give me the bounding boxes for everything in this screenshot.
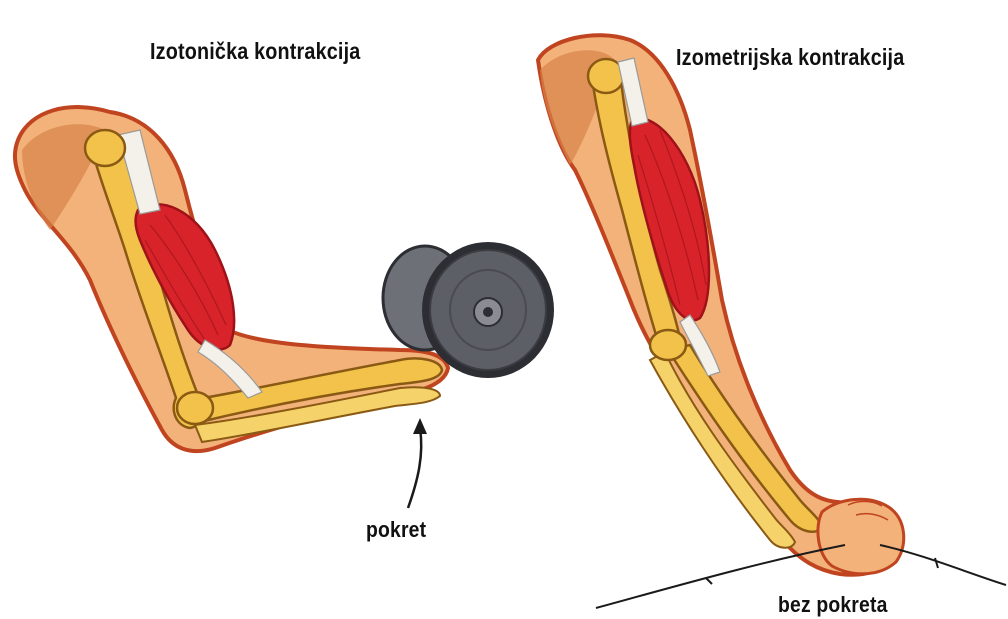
movement-label: pokret (366, 517, 426, 543)
isotonic-elbow-joint (177, 392, 213, 424)
isometric-arm (538, 35, 904, 575)
isometric-elbow-joint (650, 330, 686, 360)
resistance-line-tick-right (935, 558, 938, 568)
isometric-title: Izometrijska kontrakcija (676, 44, 904, 71)
isotonic-title: Izotonička kontrakcija (150, 38, 360, 65)
no-movement-label: bez pokreta (778, 592, 888, 618)
isometric-fist (818, 499, 904, 573)
movement-arrow-shaft (408, 428, 421, 508)
movement-arrow-head (413, 418, 427, 434)
resistance-line-tick-left (706, 578, 712, 584)
isotonic-arm (15, 107, 448, 451)
movement-arrow (408, 418, 427, 508)
isotonic-shoulder-joint (85, 130, 125, 166)
dumbbell-bolt (483, 307, 493, 317)
